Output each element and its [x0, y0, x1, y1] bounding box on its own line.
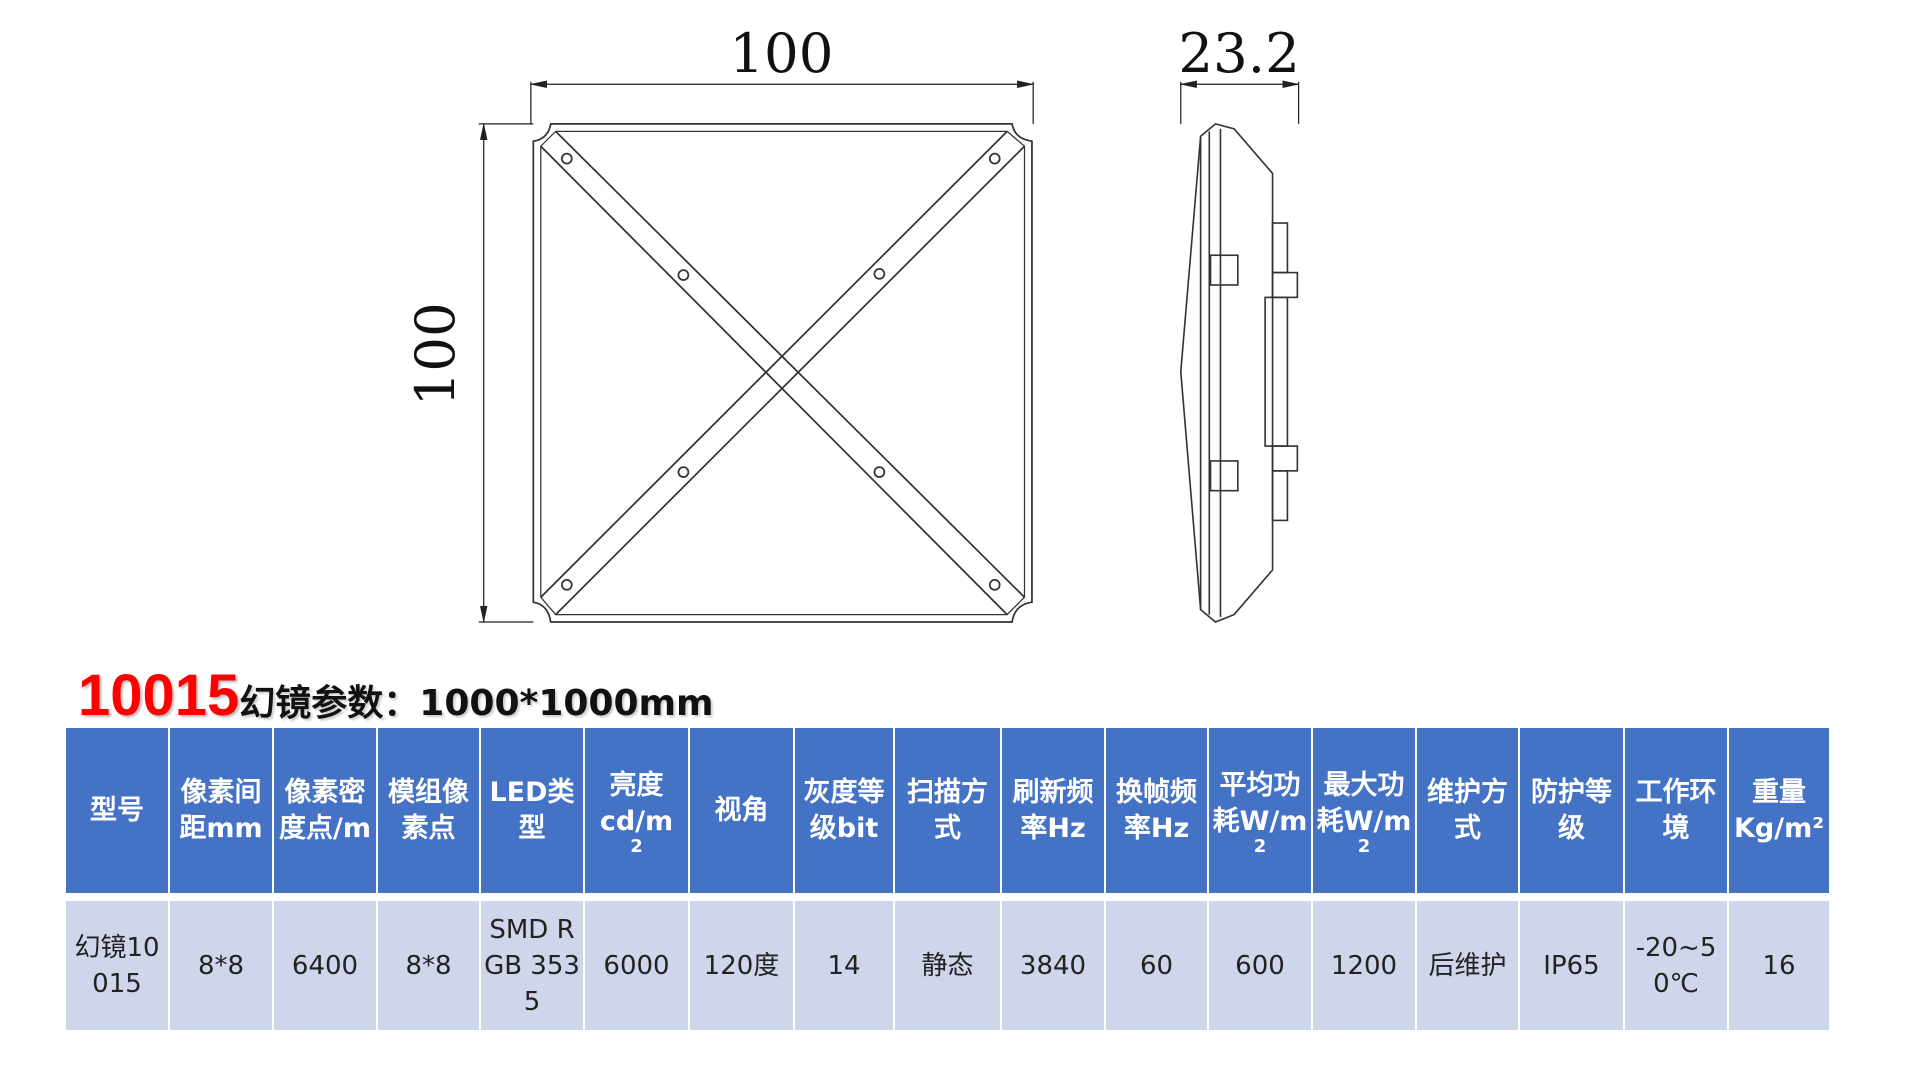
column-header: 像素间距mm	[170, 728, 272, 901]
front-width-label: 100	[729, 21, 833, 85]
column-header-label: 视角	[714, 794, 769, 826]
column-header-superscript: 2	[1253, 835, 1267, 857]
column-header: 维护方式	[1417, 728, 1518, 901]
table-cell: 120度	[690, 901, 793, 1030]
model-number: 10015	[78, 663, 240, 728]
column-header-label: 重量Kg/m²	[1733, 776, 1825, 844]
column-header-label: 像素密度点/m	[279, 776, 371, 844]
column-header-label: 换帧频率Hz	[1116, 776, 1197, 844]
table-cell: 1200	[1313, 901, 1415, 1030]
column-header: 工作环境	[1625, 728, 1727, 901]
table-cell: 后维护	[1417, 901, 1518, 1030]
spec-title: 10015幻镜参数：1000*1000mm	[78, 662, 714, 729]
column-header: LED类型	[481, 728, 583, 901]
column-header: 视角	[690, 728, 793, 901]
table-cell: 16	[1729, 901, 1829, 1030]
column-header-label: 扫描方式	[907, 776, 988, 844]
column-header: 模组像素点	[378, 728, 479, 901]
column-header: 换帧频率Hz	[1106, 728, 1207, 901]
front-height-label: 100	[403, 302, 467, 406]
column-header-label: 型号	[90, 794, 144, 826]
table-cell: 8*8	[378, 901, 479, 1030]
table-cell: 幻镜10015	[66, 901, 168, 1030]
table-cell: 静态	[895, 901, 1000, 1030]
column-header: 防护等级	[1520, 728, 1623, 901]
column-header-label: LED类型	[489, 776, 575, 844]
column-header: 灰度等级bit	[795, 728, 893, 901]
column-header: 像素密度点/m	[274, 728, 376, 901]
column-header: 刷新频率Hz	[1002, 728, 1104, 901]
table-cell: SMD RGB 3535	[481, 901, 583, 1030]
column-header: 扫描方式	[895, 728, 1000, 901]
front-view	[532, 123, 1033, 623]
table-cell: -20~50℃	[1625, 901, 1727, 1030]
column-header-superscript: 2	[1357, 835, 1371, 857]
column-header-label: 最大功耗W/m	[1316, 769, 1412, 837]
column-header-label: 工作环境	[1635, 776, 1717, 844]
side-view	[1179, 123, 1299, 623]
column-header-label: 平均功耗W/m	[1212, 769, 1308, 837]
table-cell: 6000	[585, 901, 688, 1030]
table-cell: 60	[1106, 901, 1207, 1030]
table-cell: IP65	[1520, 901, 1623, 1030]
column-header-label: 模组像素点	[388, 776, 469, 844]
column-header-label: 刷新频率Hz	[1012, 776, 1094, 844]
column-header-superscript: 2	[630, 835, 643, 857]
column-header: 重量Kg/m²	[1729, 728, 1829, 901]
column-header-label: 灰度等级bit	[803, 776, 885, 844]
column-header-label: 亮度cd/m	[599, 769, 674, 837]
table-cell: 6400	[274, 901, 376, 1030]
column-header-label: 维护方式	[1427, 776, 1508, 844]
column-header-label: 防护等级	[1531, 776, 1612, 844]
column-header: 型号	[66, 728, 168, 901]
dimension-lines	[478, 80, 1300, 624]
side-depth-label: 23.2	[1178, 21, 1299, 85]
column-header-label: 像素间距mm	[179, 776, 263, 844]
table-cell: 3840	[1002, 901, 1104, 1030]
table-cell: 8*8	[170, 901, 272, 1030]
spec-title-text: 幻镜参数：1000*1000mm	[239, 683, 714, 724]
table-cell: 14	[795, 901, 893, 1030]
table-cell: 600	[1209, 901, 1311, 1030]
